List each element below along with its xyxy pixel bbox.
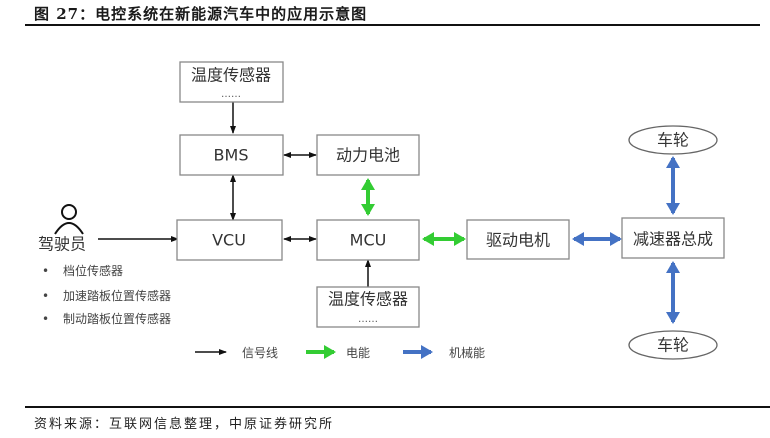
driver-label: 驾驶员	[38, 235, 86, 254]
node-battery: 动力电池	[316, 134, 420, 176]
bms-label: BMS	[214, 146, 249, 165]
legend-mechanical-label: 机械能	[449, 345, 485, 360]
driver-sensor-gear: 档位传感器	[63, 263, 123, 278]
driver-sensor-brake: 制动踏板位置传感器	[63, 311, 171, 326]
vcu-label: VCU	[212, 231, 246, 250]
person-icon	[54, 204, 84, 235]
bullet: •	[42, 289, 49, 303]
temp-sensor-top-label: 温度传感器	[191, 66, 271, 85]
legend-signal-label: 信号线	[242, 346, 278, 360]
temp-sensor-bottom-ellipsis: ……	[358, 314, 378, 325]
node-bms: BMS	[179, 134, 284, 176]
temp-sensor-bottom-label: 温度传感器	[328, 290, 408, 309]
figure-title: 图 27：电控系统在新能源汽车中的应用示意图	[34, 5, 368, 23]
bullet: •	[42, 312, 49, 326]
driver-sensor-accelerator: 加速踏板位置传感器	[63, 288, 171, 303]
motor-label: 驱动电机	[486, 231, 550, 250]
node-vcu: VCU	[176, 219, 283, 261]
legend-electric-label: 电能	[346, 346, 370, 360]
node-temp-sensor-bottom: 温度传感器 ……	[316, 286, 420, 328]
footer-divider	[25, 406, 770, 408]
figure-source: 资料来源：互联网信息整理，中原证券研究所	[34, 417, 335, 432]
legend: 信号线 电能 机械能	[195, 345, 485, 360]
node-reducer: 减速器总成	[621, 217, 725, 259]
node-wheel-top: 车轮	[628, 125, 718, 155]
reducer-label: 减速器总成	[633, 230, 713, 249]
wheel-bottom-label: 车轮	[657, 336, 689, 355]
title-divider	[25, 24, 760, 26]
node-mcu: MCU	[316, 219, 420, 261]
mcu-label: MCU	[350, 231, 387, 250]
node-driver: 驾驶员 • 档位传感器 • 加速踏板位置传感器 • 制动踏板位置传感器	[38, 204, 171, 326]
node-motor: 驱动电机	[466, 219, 570, 260]
node-wheel-bottom: 车轮	[628, 330, 718, 360]
node-temp-sensor-top: 温度传感器 ……	[179, 61, 284, 103]
wheel-top-label: 车轮	[657, 131, 689, 150]
temp-sensor-top-ellipsis: ……	[221, 89, 241, 100]
bullet: •	[42, 264, 49, 278]
battery-label: 动力电池	[336, 146, 400, 165]
